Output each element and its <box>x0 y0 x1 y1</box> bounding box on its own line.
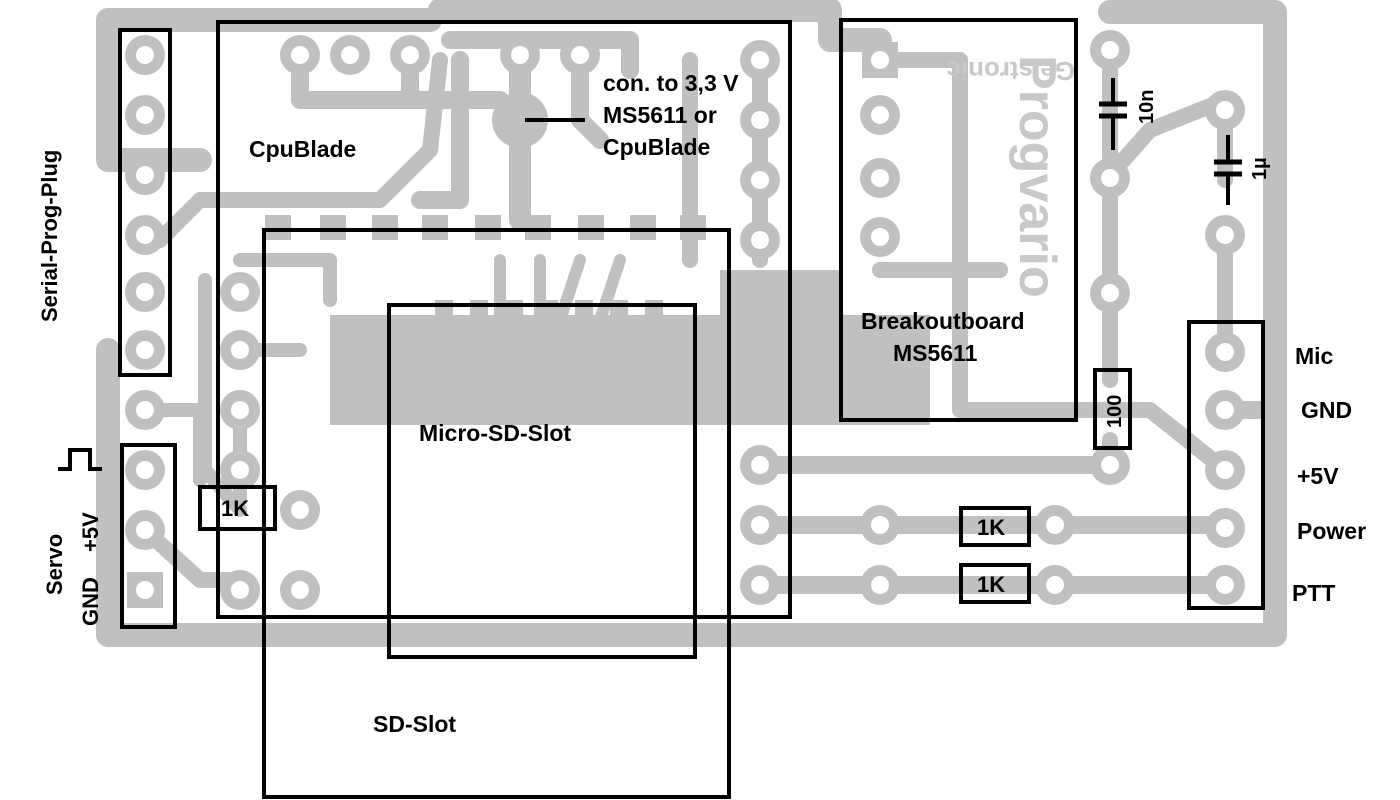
resistor-servo <box>198 485 277 531</box>
capacitor-10n <box>1099 78 1127 150</box>
output-header <box>1187 320 1265 610</box>
plus5v-label: +5V <box>1297 463 1339 489</box>
micro-sd-pads <box>435 300 663 335</box>
breakoutboard-sublabel: MS5611 <box>893 340 978 366</box>
sd-slot-pads <box>265 215 706 240</box>
breakoutboard-label: Breakoutboard <box>861 308 1025 334</box>
ptt-label: PTT <box>1292 580 1335 606</box>
through-hole-pads <box>125 30 1245 610</box>
power-label: Power <box>1297 518 1366 544</box>
servo-plus5v-label: +5V <box>78 512 103 552</box>
copper-layer: Geistronic Progvario <box>96 0 1287 647</box>
cpublade-outline <box>216 20 792 619</box>
pulse-symbol-icon <box>58 448 102 471</box>
micro-sd-slot-outline <box>387 303 697 659</box>
sd-slot-label: SD-Slot <box>373 711 456 737</box>
resistor-100 <box>1093 368 1132 450</box>
servo-gnd-label: GND <box>78 577 103 626</box>
ghost-brand-text: Geistronic <box>946 56 1075 86</box>
serial-prog-plug-header <box>118 28 172 377</box>
resistor-power-label: 1K <box>977 515 1005 540</box>
servo-header <box>120 443 177 629</box>
note-line-1: con. to 3,3 V <box>603 70 739 96</box>
capacitor-10n-label: 10n <box>1136 90 1158 124</box>
resistor-ptt <box>959 563 1031 604</box>
micro-sd-slot-label: Micro-SD-Slot <box>419 420 571 446</box>
cpublade-label: CpuBlade <box>249 136 356 162</box>
servo-label: Servo <box>42 534 67 595</box>
resistor-power <box>959 506 1031 547</box>
ghost-logo-text: Progvario <box>1008 55 1066 298</box>
capacitor-1u <box>1214 135 1242 205</box>
capacitor-1u-label: 1µ <box>1249 157 1271 180</box>
breakoutboard-outline <box>839 18 1078 422</box>
resistor-servo-label: 1K <box>221 496 249 521</box>
sd-slot-outline <box>262 228 731 799</box>
note-line-2: MS5611 or <box>603 102 717 128</box>
gnd-label: GND <box>1301 397 1352 423</box>
mic-label: Mic <box>1295 343 1334 369</box>
resistor-ptt-label: 1K <box>977 572 1005 597</box>
resistor-100-label: 100 <box>1104 395 1126 428</box>
serial-prog-plug-label: Serial-Prog-Plug <box>37 150 62 322</box>
note-line-3: CpuBlade <box>603 134 710 160</box>
labels: Serial-Prog-Plug CpuBlade con. to 3,3 V … <box>37 70 1366 737</box>
component-outlines <box>58 18 1265 799</box>
